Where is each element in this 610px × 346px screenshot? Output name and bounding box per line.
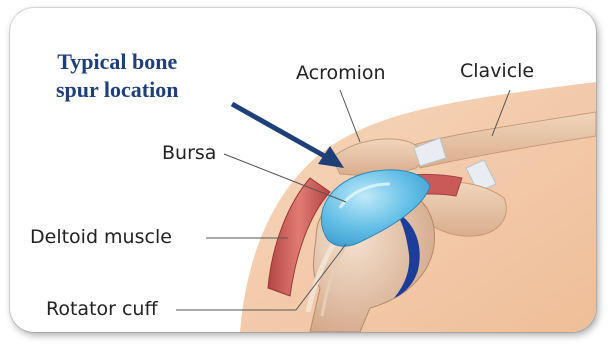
callout-line-2: spur location [56,76,178,104]
rotator-cuff-label: Rotator cuff [46,300,158,319]
clavicle-label: Clavicle [460,62,534,81]
acromion-leader [340,90,360,142]
bone-spur-callout: Typical bone spur location [56,48,178,104]
callout-line-1: Typical bone [56,48,178,76]
diagram-frame: Typical bone spur location Acromion Clav… [10,8,596,332]
acromion-label: Acromion [296,64,386,83]
callout-arrow-shaft [232,104,328,158]
deltoid-label: Deltoid muscle [30,228,172,247]
bursa-label: Bursa [162,144,216,163]
